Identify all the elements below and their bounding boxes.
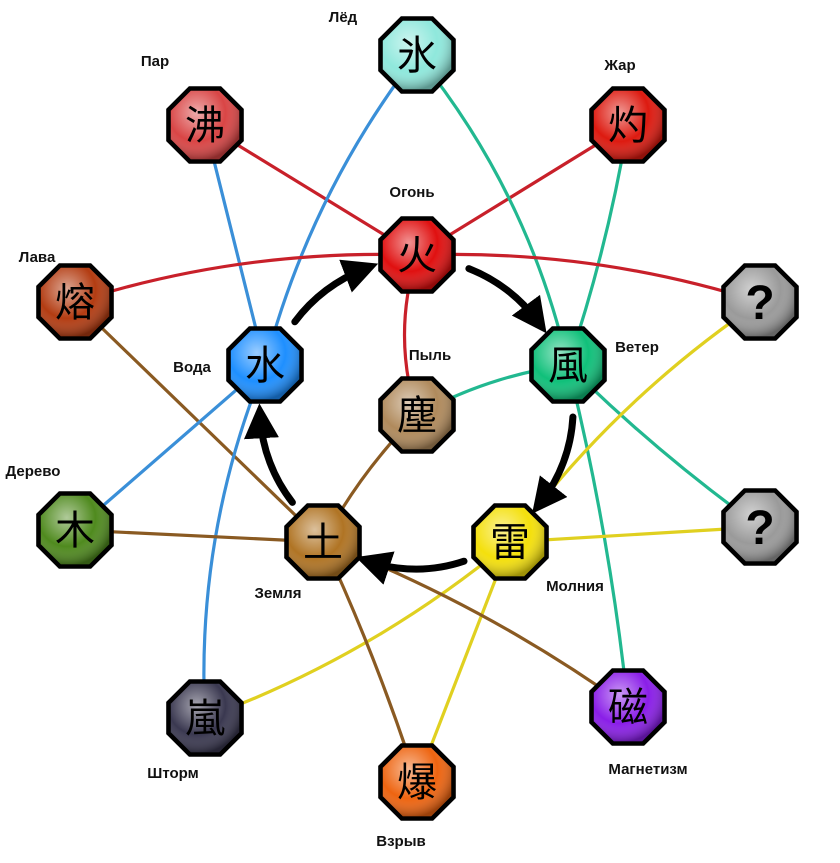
node-shine	[230, 330, 300, 400]
node-shine	[382, 747, 452, 817]
cycle-arrow-fire-wind	[465, 265, 547, 334]
connection-ice-water	[263, 54, 419, 366]
node-label-storm: Шторм	[147, 765, 198, 782]
node-label-steam: Пар	[141, 53, 169, 70]
connection-ice-wind	[415, 53, 570, 366]
node-unknown1[interactable]: ?	[721, 263, 799, 341]
node-symbol: 木	[55, 508, 95, 554]
node-symbol: 雷	[490, 520, 530, 566]
node-earth[interactable]: 土	[284, 503, 362, 581]
node-lava[interactable]: 熔	[36, 263, 114, 341]
node-label-lava: Лава	[19, 249, 56, 266]
connection-water-storm	[202, 364, 267, 719]
node-symbol: 風	[548, 343, 588, 389]
node-shine	[725, 492, 795, 562]
node-symbol: ?	[745, 277, 774, 330]
node-label-dust: Пыль	[409, 347, 451, 364]
node-symbol: ?	[745, 502, 774, 555]
node-symbol: 火	[397, 233, 437, 279]
node-storm[interactable]: 嵐	[166, 679, 244, 757]
node-symbol: 熔	[55, 280, 95, 326]
nodes-layer: 氷沸 灼火熔? 水 風塵木 土 雷? 嵐 磁爆	[36, 16, 799, 821]
node-shine	[533, 330, 603, 400]
node-shine	[40, 267, 110, 337]
node-shine	[170, 90, 240, 160]
node-label-magnet: Магнетизм	[608, 761, 687, 778]
node-shine	[593, 90, 663, 160]
connection-lava-fire	[74, 252, 418, 304]
cycle-arrow-wind-lightning	[532, 413, 577, 514]
node-wood[interactable]: 木	[36, 491, 114, 569]
node-symbol: 沸	[185, 103, 225, 149]
node-shine	[725, 267, 795, 337]
node-explosion[interactable]: 爆	[378, 743, 456, 821]
cycle-arrow-lightning-earth	[355, 551, 468, 585]
node-label-wind: Ветер	[615, 339, 659, 356]
node-shine	[40, 495, 110, 565]
connection-fire-unknown1	[416, 252, 761, 304]
node-symbol: 嵐	[185, 696, 225, 742]
connection-lightning-storm	[204, 540, 512, 720]
cycle-arrow-earth-water	[243, 403, 296, 506]
node-symbol: 爆	[397, 760, 437, 806]
node-wind[interactable]: 風	[529, 326, 607, 404]
node-shine	[288, 507, 358, 577]
node-label-explosion: Взрыв	[376, 833, 425, 850]
node-shine	[382, 20, 452, 90]
node-steam[interactable]: 沸	[166, 86, 244, 164]
cycle-arrows	[243, 259, 577, 585]
node-symbol: 土	[303, 520, 343, 566]
node-label-fire: Огонь	[389, 184, 434, 201]
node-shine	[382, 220, 452, 290]
node-label-water: Вода	[173, 359, 211, 376]
node-symbol: 磁	[608, 685, 648, 731]
node-symbol: 灼	[608, 103, 648, 149]
node-shine	[382, 380, 452, 450]
node-lightning[interactable]: 雷	[471, 503, 549, 581]
node-shine	[593, 672, 663, 742]
node-magnet[interactable]: 磁	[589, 668, 667, 746]
node-symbol: 水	[245, 343, 285, 389]
node-scorch[interactable]: 灼	[589, 86, 667, 164]
node-label-ice: Лёд	[329, 9, 358, 26]
connection-earth-magnet	[322, 540, 629, 709]
node-label-lightning: Молния	[546, 578, 604, 595]
node-unknown2[interactable]: ?	[721, 488, 799, 566]
node-shine	[475, 507, 545, 577]
node-label-earth: Земля	[255, 585, 302, 602]
node-label-wood: Дерево	[6, 463, 61, 480]
node-label-scorch: Жар	[603, 57, 635, 74]
node-fire[interactable]: 火	[378, 216, 456, 294]
node-symbol: 塵	[397, 393, 437, 439]
node-symbol: 氷	[397, 33, 437, 79]
node-shine	[170, 683, 240, 753]
cycle-arrow-water-fire	[291, 259, 379, 326]
node-ice[interactable]: 氷	[378, 16, 456, 94]
node-dust[interactable]: 塵	[378, 376, 456, 454]
node-water[interactable]: 水	[226, 326, 304, 404]
